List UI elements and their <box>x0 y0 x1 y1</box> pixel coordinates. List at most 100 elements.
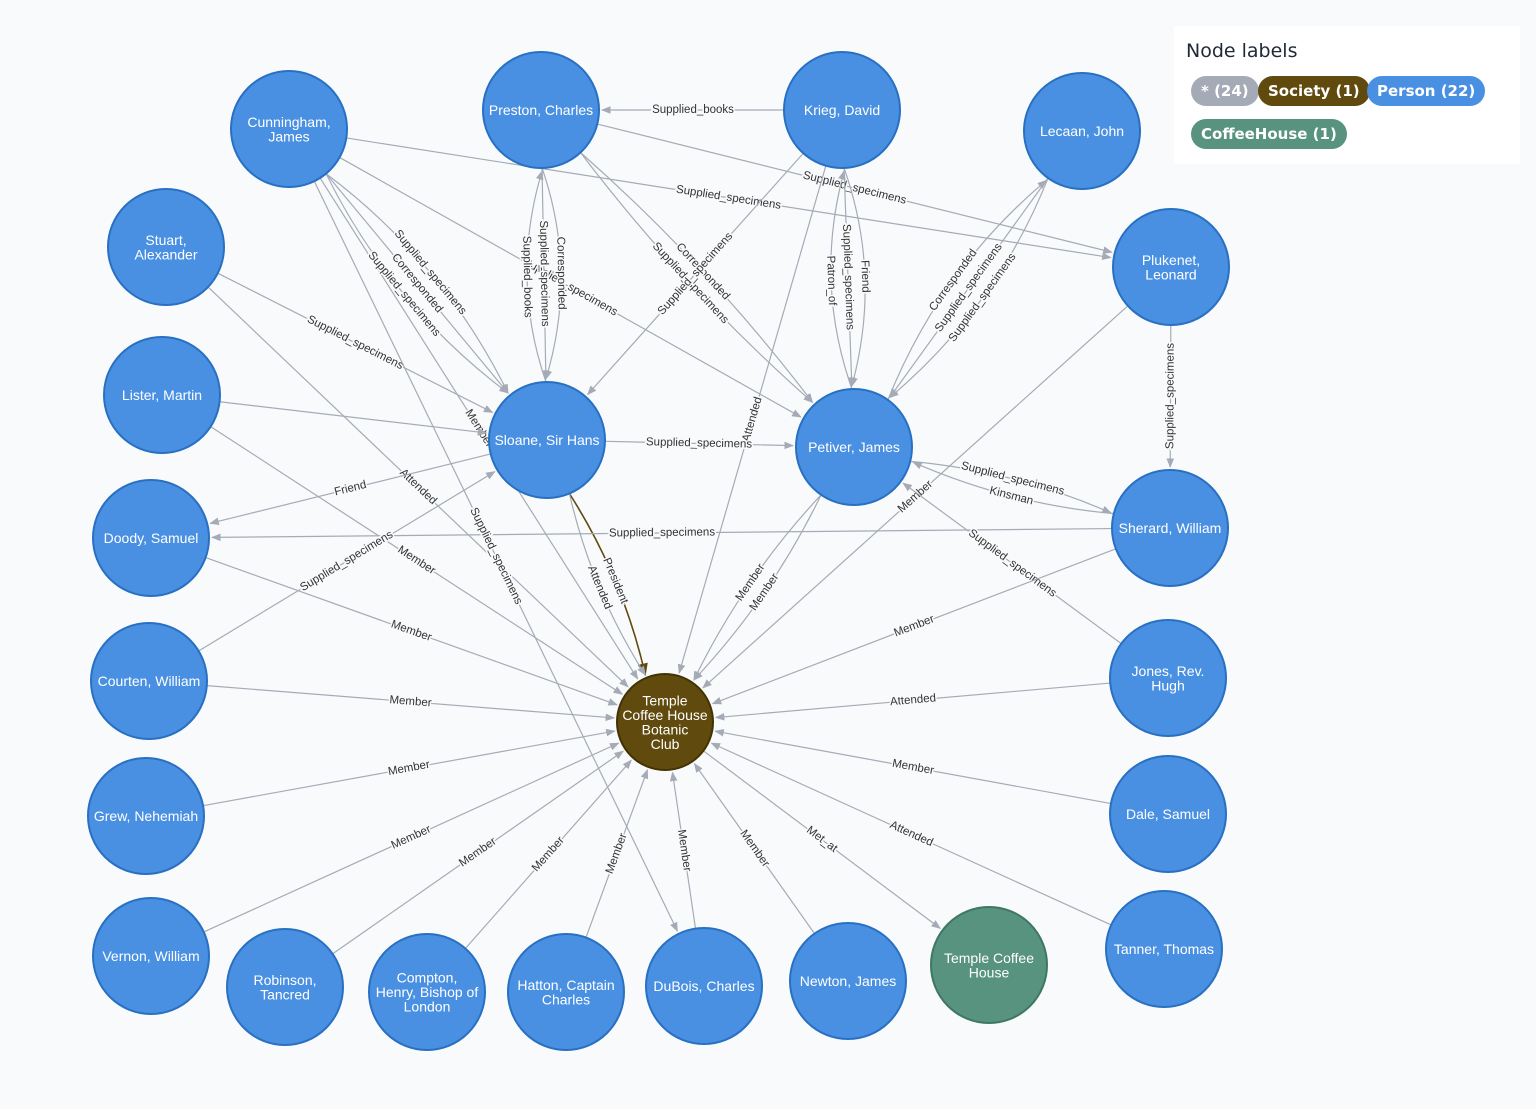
edge-line[interactable] <box>669 771 697 929</box>
node-grew[interactable]: Grew, Nehemiah <box>87 757 205 875</box>
edge-line[interactable] <box>219 401 488 436</box>
edge-line[interactable] <box>910 460 1112 514</box>
node-circle[interactable] <box>1109 755 1227 873</box>
node-circle[interactable] <box>1111 469 1229 587</box>
edge-line[interactable] <box>325 173 509 394</box>
node-circle[interactable] <box>1023 72 1141 190</box>
edge-line[interactable] <box>887 179 1048 401</box>
edge-line[interactable] <box>702 305 1129 689</box>
edge-line[interactable] <box>693 762 816 934</box>
node-lister[interactable]: Lister, Martin <box>103 336 221 454</box>
node-circle[interactable] <box>482 51 600 169</box>
node-stuart[interactable]: Stuart,Alexander <box>107 188 225 306</box>
legend-chip-person[interactable]: Person (22) <box>1367 76 1486 106</box>
node-newton[interactable]: Newton, James <box>789 922 907 1040</box>
edge-line[interactable] <box>714 728 1112 805</box>
node-cunningham[interactable]: Cunningham,James <box>230 70 348 188</box>
legend-chip-all[interactable]: * (24) <box>1191 76 1259 106</box>
edge-line[interactable] <box>541 167 550 380</box>
edge-line[interactable] <box>207 286 629 688</box>
node-circle[interactable] <box>783 51 901 169</box>
edge-line[interactable] <box>325 173 509 394</box>
legend-chip-society[interactable]: Society (1) <box>1258 76 1370 106</box>
edge-line[interactable] <box>1166 324 1175 468</box>
edge-line[interactable] <box>693 494 822 681</box>
edge-line[interactable] <box>843 167 856 387</box>
node-jones[interactable]: Jones, Rev.Hugh <box>1109 619 1227 737</box>
edge-line[interactable] <box>202 728 616 807</box>
edge-line[interactable] <box>711 548 1117 705</box>
node-circle[interactable] <box>107 188 225 306</box>
edge-line[interactable] <box>325 173 509 394</box>
node-vernon[interactable]: Vernon, William <box>92 897 210 1015</box>
node-circle[interactable] <box>1112 208 1230 326</box>
node-doody[interactable]: Doody, Samuel <box>92 479 210 597</box>
node-preston[interactable]: Preston, Charles <box>482 51 600 169</box>
node-circle[interactable] <box>87 757 205 875</box>
edge-line[interactable] <box>346 137 1112 261</box>
node-circle[interactable] <box>92 897 210 1015</box>
edge-line[interactable] <box>339 156 802 418</box>
edge-line[interactable] <box>203 742 620 933</box>
edge-line[interactable] <box>313 180 678 932</box>
edge-line[interactable] <box>217 272 494 413</box>
edge-line[interactable] <box>710 742 1112 926</box>
edge-line[interactable] <box>210 426 624 695</box>
edge-line[interactable] <box>889 177 1049 399</box>
edge-line[interactable] <box>464 759 632 949</box>
node-tanner[interactable]: Tanner, Thomas <box>1105 890 1223 1008</box>
node-circle[interactable] <box>92 479 210 597</box>
node-circle[interactable] <box>930 906 1048 1024</box>
node-petiver[interactable]: Petiver, James <box>795 388 913 506</box>
node-circle[interactable] <box>507 933 625 1051</box>
edge-line[interactable] <box>888 177 1049 399</box>
edge-line[interactable] <box>585 768 649 938</box>
edge-line[interactable] <box>902 482 1122 645</box>
node-circle[interactable] <box>1109 619 1227 737</box>
node-tchouse[interactable]: Temple CoffeeHouse <box>930 906 1048 1024</box>
node-circle[interactable] <box>103 336 221 454</box>
node-sherard[interactable]: Sherard, William <box>1111 469 1229 587</box>
edge-line[interactable] <box>587 152 804 396</box>
edge-line[interactable] <box>843 167 866 387</box>
edge-line[interactable] <box>714 682 1111 721</box>
edge-line[interactable] <box>526 170 547 383</box>
edge-line[interactable] <box>693 494 822 681</box>
node-circle[interactable] <box>368 933 486 1051</box>
edge-line[interactable] <box>597 123 1113 254</box>
node-courten[interactable]: Courten, William <box>90 622 208 740</box>
edge-line[interactable] <box>912 461 1114 515</box>
edge-line[interactable] <box>541 167 562 380</box>
node-circle[interactable] <box>1105 890 1223 1008</box>
node-dubois[interactable]: DuBois, Charles <box>645 927 763 1045</box>
node-circle[interactable] <box>645 927 763 1045</box>
edge-line[interactable] <box>580 152 814 404</box>
node-circle[interactable] <box>226 928 344 1046</box>
edge-line[interactable] <box>568 493 648 677</box>
edge-line[interactable] <box>206 684 616 722</box>
edge-line[interactable] <box>703 750 941 929</box>
edge-line[interactable] <box>211 527 1113 542</box>
node-circle[interactable] <box>616 673 714 771</box>
node-circle[interactable] <box>230 70 348 188</box>
edge-line[interactable] <box>830 170 853 390</box>
edge-line[interactable] <box>579 152 814 403</box>
node-lecaan[interactable]: Lecaan, John <box>1023 72 1141 190</box>
node-dale[interactable]: Dale, Samuel <box>1109 755 1227 873</box>
node-circle[interactable] <box>795 388 913 506</box>
node-circle[interactable] <box>90 622 208 740</box>
legend-chip-coffeehouse[interactable]: CoffeeHouse (1) <box>1191 119 1347 149</box>
edge-line[interactable] <box>209 453 491 525</box>
node-plukenet[interactable]: Plukenet,Leonard <box>1112 208 1230 326</box>
edge-line[interactable] <box>205 556 618 706</box>
edge-line[interactable] <box>677 165 827 674</box>
node-circle[interactable] <box>789 922 907 1040</box>
edge-line[interactable] <box>568 493 646 676</box>
node-krieg[interactable]: Krieg, David <box>783 51 901 169</box>
node-sloane[interactable]: Sloane, Sir Hans <box>488 381 606 499</box>
node-circle[interactable] <box>488 381 606 499</box>
edge-line[interactable] <box>198 471 496 652</box>
